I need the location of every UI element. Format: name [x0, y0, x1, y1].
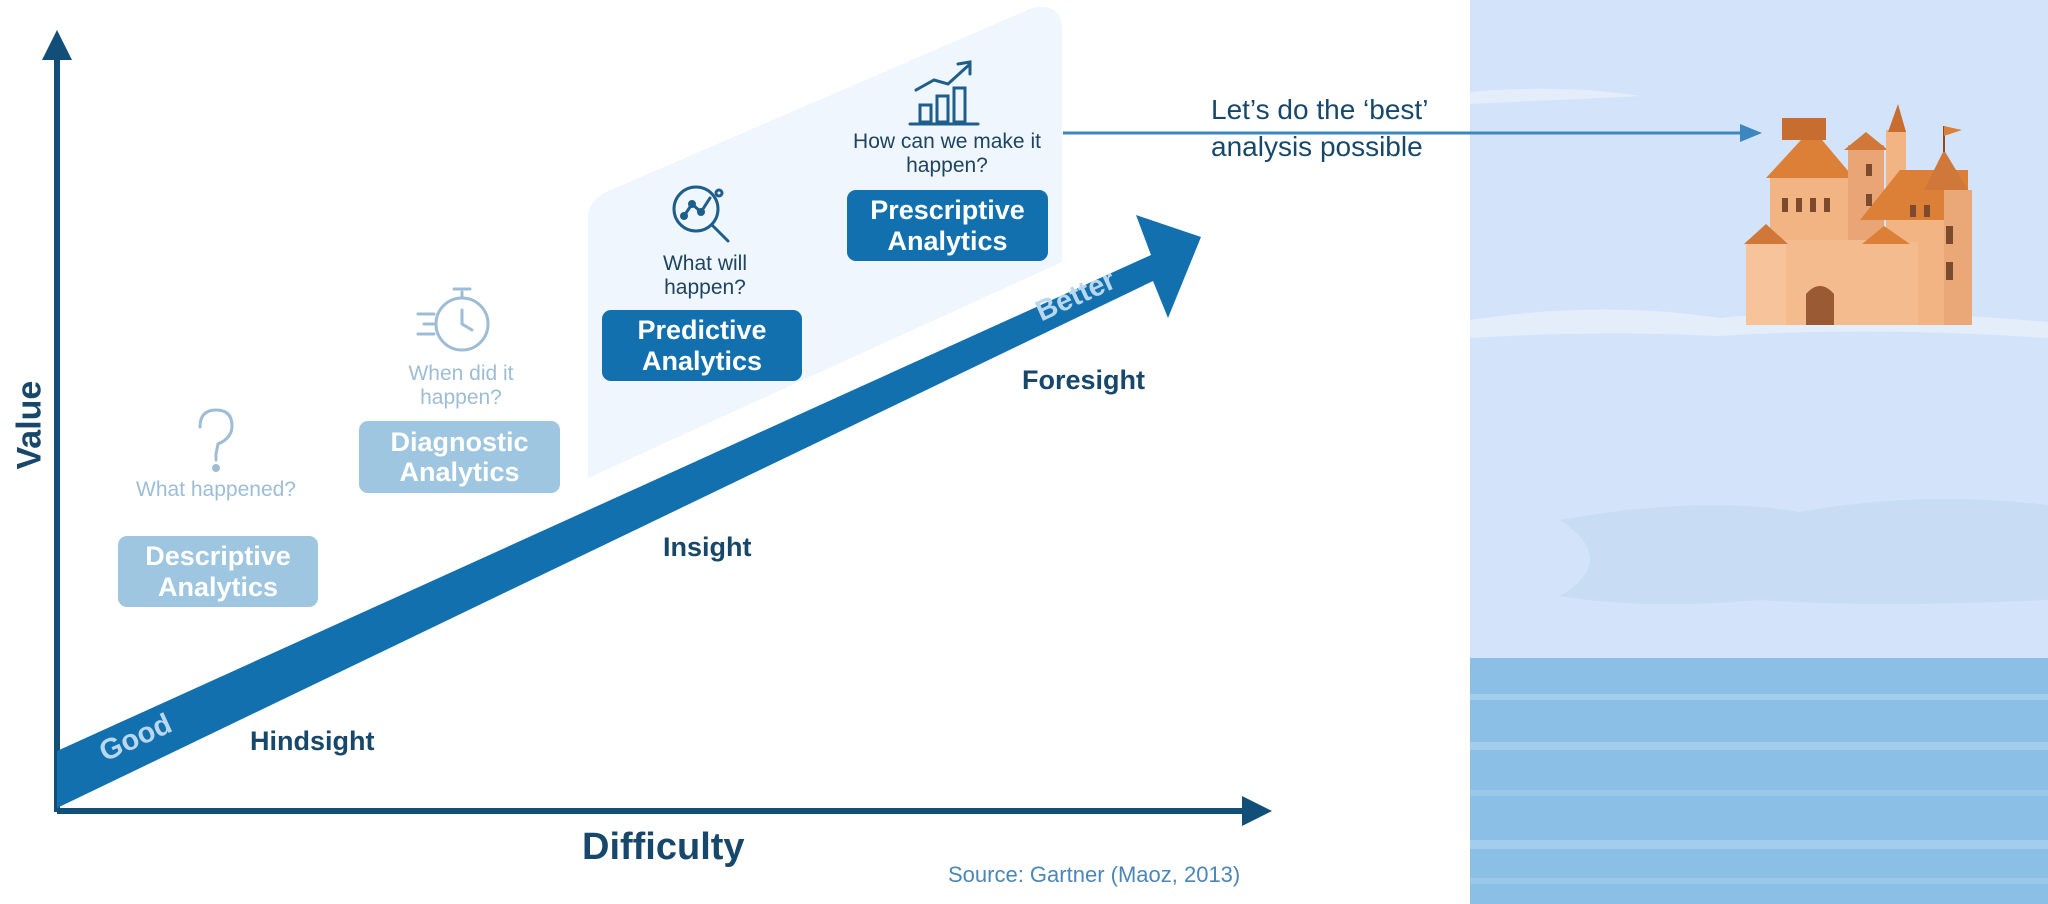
x-axis-arrowhead	[1242, 796, 1272, 826]
sea-wave	[1470, 694, 2048, 700]
sea-wave	[1470, 840, 2048, 849]
sea-wave	[1470, 742, 2048, 750]
axes	[42, 30, 1272, 826]
stage-outcome-hindsight: Hindsight	[250, 726, 375, 756]
callout-arrow	[1063, 124, 1762, 142]
callout-line-1: Let’s do the ‘best’	[1211, 94, 1429, 125]
stage-question-diagnostic: When did it happen?	[408, 362, 514, 410]
predictive-analytics-box: Predictive Analytics	[602, 310, 802, 381]
bar-chart-trend-icon	[908, 60, 980, 126]
cloud	[1560, 498, 2048, 605]
source-citation: Source: Gartner (Maoz, 2013)	[948, 862, 1241, 887]
sea-wave	[1470, 878, 2048, 884]
question-mark-icon	[198, 408, 234, 472]
progress-arrow	[57, 215, 1201, 808]
prescriptive-analytics-box: Prescriptive Analytics	[847, 190, 1048, 261]
diagnostic-analytics-box: Diagnostic Analytics	[359, 421, 560, 493]
castle-scene	[1470, 0, 2048, 904]
callout-line-2: analysis possible	[1211, 130, 1423, 162]
magnifier-chart-icon	[672, 185, 730, 243]
x-axis-label: Difficulty	[582, 826, 745, 868]
stopwatch-icon	[416, 287, 490, 352]
cloud	[1470, 88, 1640, 104]
callout-text: Let’s do the ‘best’ analysis possible	[1211, 92, 1428, 166]
y-axis-label: Value	[10, 380, 49, 470]
stage-outcome-insight: Insight	[663, 532, 752, 562]
descriptive-analytics-box: Descriptive Analytics	[118, 536, 318, 607]
stage-question-descriptive: What happened?	[136, 478, 296, 501]
stage-outcome-foresight: Foresight	[1022, 365, 1146, 395]
stage-question-predictive: What will happen?	[662, 252, 747, 300]
stage-question-prescriptive: How can we make it happen?	[853, 130, 1041, 178]
y-axis-arrowhead	[42, 30, 72, 60]
castle-icon	[1744, 104, 1972, 325]
sea-wave	[1470, 790, 2048, 796]
